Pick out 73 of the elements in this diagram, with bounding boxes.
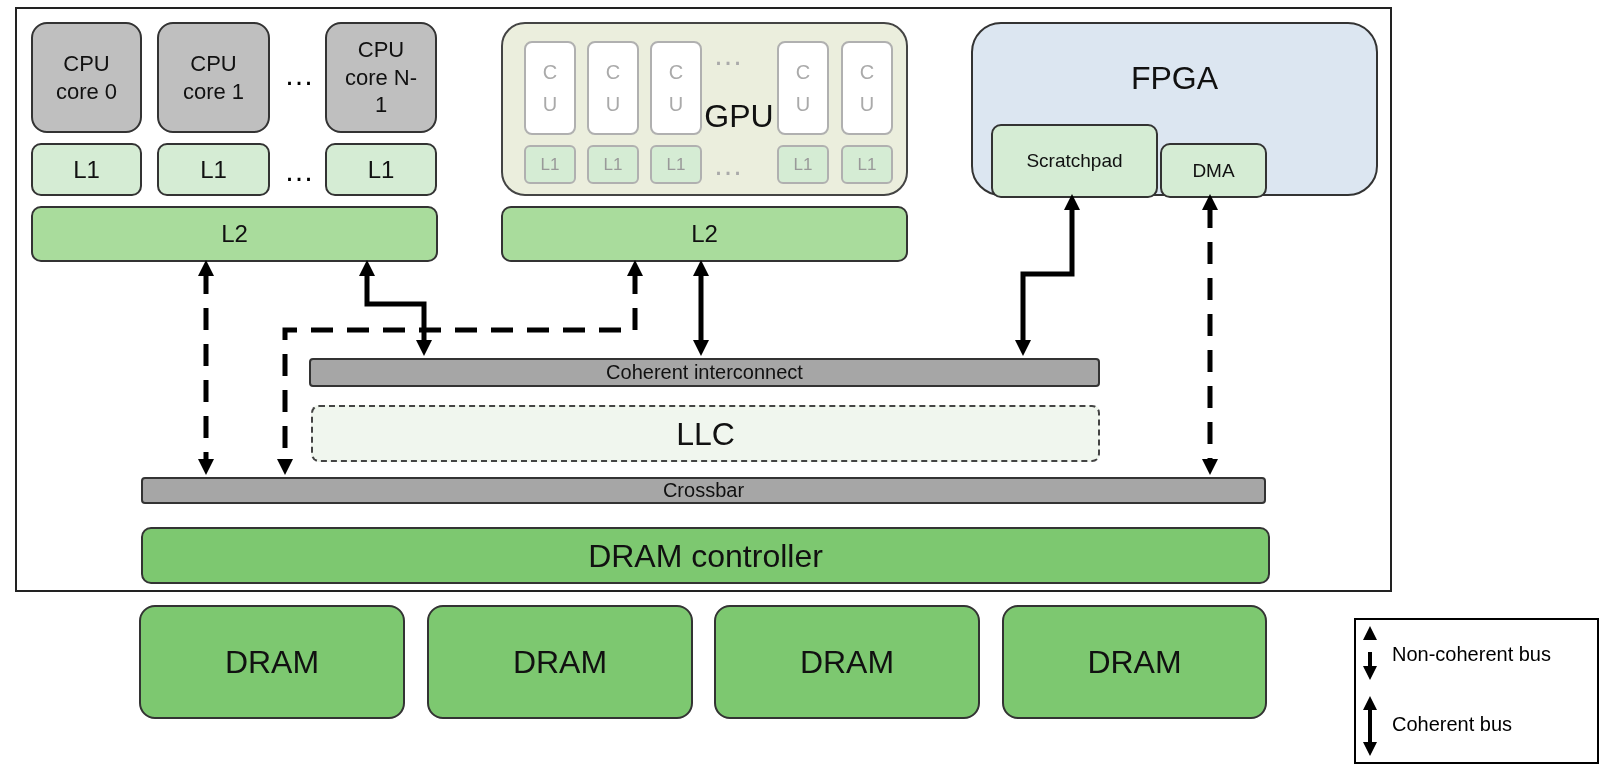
memory-box (427, 605, 693, 719)
unit-box (1160, 143, 1267, 198)
cache-box (650, 145, 702, 184)
bus-bar (141, 477, 1266, 504)
double-arrow (1015, 194, 1080, 356)
memory-box (1002, 605, 1267, 719)
cache-box (587, 145, 639, 184)
double-arrow (359, 260, 432, 356)
node-label: C U (859, 60, 875, 117)
node-label: DMA (1192, 158, 1235, 183)
node-label: L1 (793, 153, 813, 176)
node-label: CPU core N-1 (343, 36, 419, 119)
node-label: GPU (704, 97, 774, 136)
bus-bar (309, 358, 1100, 387)
node-label: L1 (540, 153, 560, 176)
node-label: L1 (603, 153, 623, 176)
node-label: DRAM (224, 643, 320, 682)
cpu-core-box (31, 22, 142, 133)
node-label: Coherent interconnect (606, 360, 803, 385)
ellipsis: … (284, 156, 314, 186)
node-label: Scratchpad (1026, 149, 1123, 173)
legend-text: Coherent bus (1392, 712, 1513, 736)
fpga-box (971, 22, 1378, 196)
node-label: L2 (221, 219, 248, 249)
node-label: L1 (367, 154, 395, 185)
node-label: LLC (676, 414, 735, 454)
dashed-double-arrow (1202, 194, 1218, 475)
node-label: L2 (691, 219, 718, 249)
cache-box (524, 145, 576, 184)
node-label: DRAM (512, 643, 608, 682)
node-label: Crossbar (662, 478, 745, 503)
compute-unit-box (841, 41, 893, 135)
ellipsis: … (284, 60, 314, 90)
node-label: L1 (857, 153, 877, 176)
cache-box (311, 405, 1100, 462)
cache-box (325, 143, 437, 196)
cache-box (157, 143, 270, 196)
node-label: C U (668, 60, 684, 117)
cache-box (841, 145, 893, 184)
node-label: DRAM (1087, 643, 1182, 682)
memory-box (714, 605, 980, 719)
chip-boundary (15, 7, 1392, 592)
cache-box (777, 145, 829, 184)
node-label: CPU core 0 (54, 50, 119, 105)
controller-box (141, 527, 1270, 584)
node-label: DRAM controller (588, 536, 823, 576)
unit-box (991, 124, 1158, 198)
node-label: L1 (200, 154, 227, 185)
legend-text: Non-coherent bus (1392, 642, 1551, 666)
cache-box (31, 143, 142, 196)
node-label: L1 (73, 154, 100, 185)
cpu-core-box (157, 22, 270, 133)
cache-box (501, 206, 908, 262)
node-label: L1 (666, 153, 686, 176)
node-label: CPU core 1 (181, 50, 246, 105)
node-label: C U (542, 60, 558, 117)
compute-unit-box (650, 41, 702, 135)
memory-box (139, 605, 405, 719)
node-label: DRAM (799, 643, 895, 682)
ellipsis: … (713, 40, 743, 70)
dashed-double-arrow (198, 260, 214, 475)
node-label: C U (795, 60, 811, 117)
compute-unit-box (587, 41, 639, 135)
gpu-box (501, 22, 908, 196)
cache-box (31, 206, 438, 262)
dashed-double-arrow (277, 260, 643, 475)
node-label: C U (605, 60, 621, 117)
cpu-core-box (325, 22, 437, 133)
double-arrow (693, 260, 709, 356)
compute-unit-box (524, 41, 576, 135)
ellipsis: … (713, 150, 743, 180)
node-label: FPGA (1129, 59, 1220, 98)
compute-unit-box (777, 41, 829, 135)
